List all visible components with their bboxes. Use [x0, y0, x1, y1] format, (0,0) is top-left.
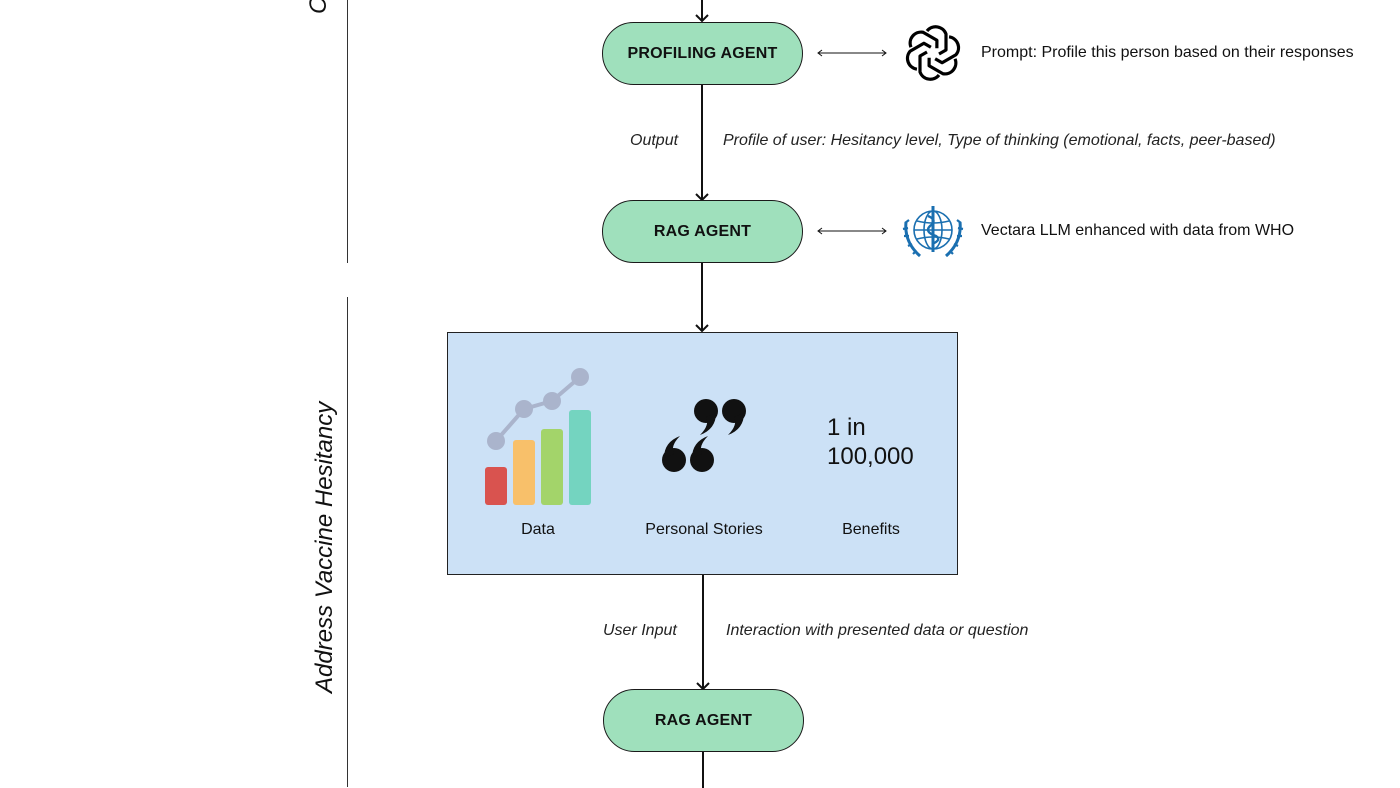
- benefits-stat-line-1: 1 in: [827, 414, 866, 441]
- benefits-label: Benefits: [842, 521, 900, 538]
- profiling-prompt-text: Prompt: Profile this person based on the…: [981, 44, 1354, 61]
- user-input-label: User Input: [603, 622, 677, 639]
- personal-stories-label: Personal Stories: [645, 521, 763, 538]
- openai-logo-icon: [905, 25, 961, 81]
- section-divider-top: [347, 0, 348, 263]
- rag-agent-node-2: RAG AGENT: [603, 689, 804, 752]
- rag-source-text: Vectara LLM enhanced with data from WHO: [981, 222, 1295, 239]
- bar-line-chart-icon: [485, 368, 591, 505]
- user-input-description: Interaction with presented data or quest…: [726, 622, 1029, 639]
- output-description: Profile of user: Hesitancy level, Type o…: [723, 132, 1276, 149]
- rag-agent-node: RAG AGENT: [602, 200, 803, 263]
- profiling-agent-node: PROFILING AGENT: [602, 22, 803, 85]
- who-logo-icon: [902, 206, 964, 258]
- output-label: Output: [630, 132, 679, 149]
- quote-marks-icon: [662, 399, 746, 472]
- data-label: Data: [521, 521, 555, 538]
- content-panel: Data Personal Stories 1 in 100,000 Benef…: [447, 332, 958, 575]
- section-divider-bottom: [347, 297, 348, 787]
- benefits-stat-line-2: 100,000: [827, 443, 914, 470]
